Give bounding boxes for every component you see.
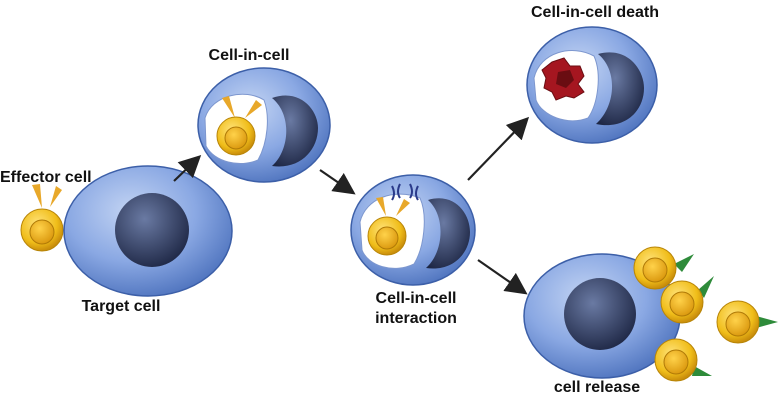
arrow-icon [467, 116, 530, 181]
release-spike [698, 276, 714, 298]
cell-in-cell-death-label: Cell-in-cell death [530, 4, 660, 21]
target-nucleus [564, 278, 636, 350]
cell-in-cell-label: Cell-in-cell [208, 47, 290, 64]
target-cell [63, 165, 233, 297]
cell-release-label: cell release [553, 379, 641, 396]
target-nucleus [115, 193, 189, 267]
cell-in-cell-stage [197, 67, 331, 183]
effector-pseudopod [222, 96, 235, 118]
effector-pseudopod [376, 197, 386, 216]
effector-nucleus [29, 219, 55, 245]
arrow-icon [173, 154, 202, 182]
interaction-stage [350, 174, 476, 286]
target-cell-label: Target cell [81, 298, 161, 315]
arrow-icon [319, 169, 356, 195]
cell-release-stage [523, 246, 778, 382]
effector-nucleus [663, 349, 689, 375]
effector-cell-label: Effector cell [0, 169, 92, 186]
receptor-icon [391, 183, 419, 201]
effector-pseudopod [32, 184, 42, 208]
cell-death-stage [526, 26, 658, 144]
interaction-label-line1: Cell-in-cell [375, 290, 457, 307]
effector-nucleus [375, 226, 399, 250]
release-spike [674, 254, 694, 272]
host-nucleus [426, 198, 470, 269]
effector-nucleus [642, 257, 668, 283]
dying-effector-core [556, 70, 574, 88]
release-spike [692, 366, 712, 376]
effector-pseudopod [396, 199, 410, 216]
host-nucleus [596, 52, 644, 126]
interaction-label-line2: interaction [375, 310, 457, 327]
host-nucleus [272, 95, 318, 167]
release-spike [756, 316, 778, 328]
effector-pseudopod [245, 100, 262, 118]
arrow-icon [477, 259, 528, 295]
effector-nucleus [669, 291, 695, 317]
effector-pseudopod [50, 186, 62, 207]
effector-nucleus [725, 311, 751, 337]
effector-nucleus [224, 126, 248, 150]
effector-cell-free [20, 184, 64, 252]
